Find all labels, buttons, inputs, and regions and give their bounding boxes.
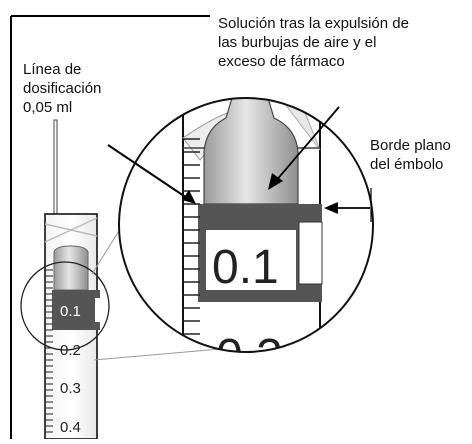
zoom-plunger-notch [298, 221, 323, 285]
small-scale-label: 0.4 [60, 419, 81, 436]
zoomed-view: 0.1 0.2 [119, 98, 373, 383]
dose-line-callout: Línea de dosificación 0,05 ml [23, 61, 102, 116]
highlight-circle [20, 261, 110, 351]
tip-line [44, 217, 98, 243]
small-liquid [53, 245, 89, 291]
small-plunger-notch [95, 298, 101, 322]
small-scale-label: 0.3 [60, 380, 81, 397]
zoom-guide-line [93, 348, 221, 361]
small-plunger [52, 290, 100, 330]
zoom-scale-label: 0.1 [212, 241, 279, 294]
dose-line-pointer [107, 144, 196, 204]
solution-pointer [268, 106, 340, 190]
zoom-circle [118, 97, 374, 353]
zoom-scale-label: 0.2 [216, 330, 283, 383]
small-syringe: 0.1 0.2 0.3 0.4 [44, 119, 101, 440]
solution-callout: Solución tras la expulsión de las burbuj… [218, 15, 409, 70]
plunger-edge-callout: Borde plano del émbolo [370, 137, 451, 173]
small-scale-label: 0.2 [60, 342, 81, 359]
small-scale-ticks [45, 269, 53, 433]
small-scale-label: 0.1 [60, 303, 81, 320]
plunger-edge-pointer [324, 188, 372, 222]
